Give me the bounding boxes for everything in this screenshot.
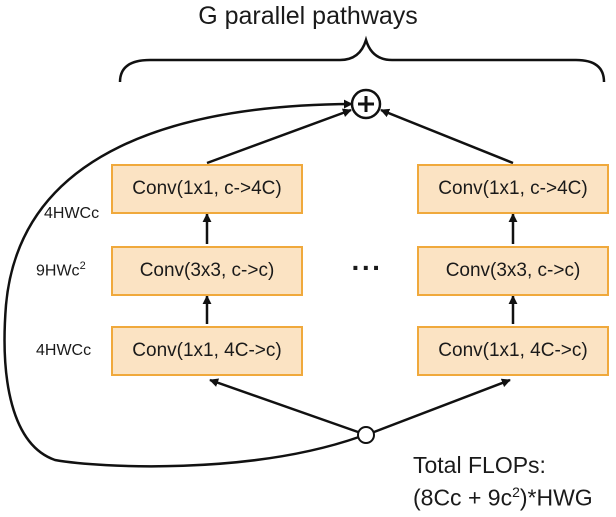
- left-output-arrow: [206, 108, 352, 165]
- right-mid-conv-box: Conv(3x3, c->c): [417, 246, 609, 296]
- flops-mid-label: 9HWc2: [36, 260, 86, 280]
- flops-top-label: 4HWCc: [44, 205, 100, 222]
- left-top-conv-box: Conv(1x1, c->4C): [111, 164, 303, 214]
- right-input-arrow: [373, 378, 511, 434]
- total-flops-label: Total FLOPs:: [413, 452, 546, 478]
- pathways-brace: [118, 35, 606, 83]
- left-bottom-conv-box: Conv(1x1, 4C->c): [111, 326, 303, 376]
- total-flops-formula: (8Cc + 9c2)*HWG: [413, 484, 593, 511]
- right-output-arrow: [380, 108, 514, 165]
- flops-bottom-label: 4HWCc: [36, 342, 92, 359]
- diagram-title: G parallel pathways: [198, 2, 418, 30]
- pathways-ellipsis: ···: [351, 252, 383, 283]
- left-mid-conv-box: Conv(3x3, c->c): [111, 246, 303, 296]
- skip-connection: [3, 99, 360, 468]
- left-input-arrow: [209, 378, 359, 434]
- right-bottom-conv-box: Conv(1x1, 4C->c): [417, 326, 609, 376]
- right-top-conv-box: Conv(1x1, c->4C): [417, 164, 609, 214]
- split-node: [357, 426, 375, 444]
